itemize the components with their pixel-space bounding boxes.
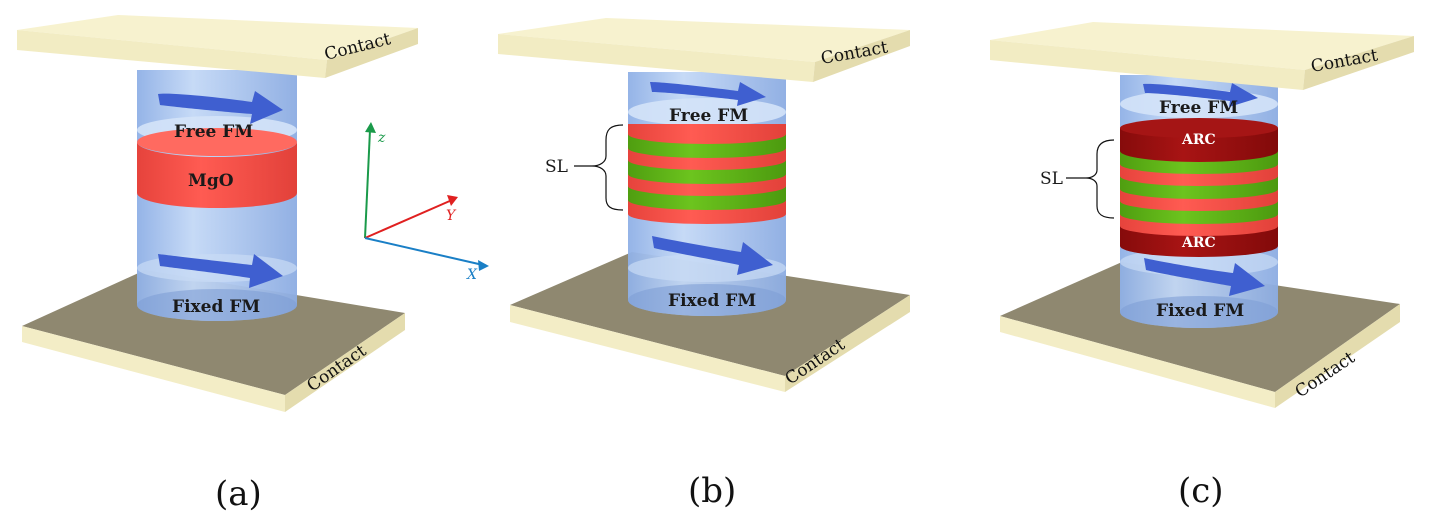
sl-bracket [591, 124, 624, 211]
free-layer-label: Free FM [669, 106, 748, 126]
coordinate-axes: z Y X [364, 122, 489, 283]
superlattice-stack [628, 124, 786, 224]
mgo-barrier [137, 128, 297, 208]
sl-bracket [1085, 139, 1115, 219]
fixed-layer-label: Fixed FM [172, 297, 260, 317]
panel-c: Contact ARC ARC Free FM Fixed FM SL [990, 22, 1414, 511]
arc-top-label: ARC [1181, 132, 1216, 148]
fixed-layer-label: Fixed FM [1156, 301, 1244, 321]
axis-x-label: X [466, 267, 478, 283]
bottom-contact-plate [22, 270, 405, 412]
panel-a: Contact MgO Free FM Fixed FM Contact (a) [17, 15, 418, 514]
free-magnetization-arrow [1143, 83, 1258, 107]
free-magnetization-arrow [158, 91, 283, 124]
panel-b: Contact Free FM Fixed FM SL [498, 18, 910, 511]
sl-label: SL [1040, 169, 1063, 189]
fixed-magnetization-arrow [652, 236, 773, 275]
caption-a: (a) [215, 474, 262, 514]
axis-z-label: z [377, 130, 386, 146]
fixed-magnetization-arrow [1144, 258, 1265, 296]
top-contact-plate [17, 15, 418, 78]
free-layer-label: Free FM [1159, 98, 1238, 118]
caption-b: (b) [688, 471, 736, 511]
caption-c: (c) [1178, 471, 1224, 511]
fixed-magnetization-arrow [158, 254, 283, 288]
fixed-layer-label: Fixed FM [668, 291, 756, 311]
free-magnetization-arrow [650, 82, 766, 106]
arc-bottom-label: ARC [1181, 235, 1216, 251]
superlattice-stack [1120, 118, 1278, 257]
barrier-label: MgO [188, 171, 234, 191]
top-contact-plate [990, 22, 1414, 90]
axis-y-label: Y [446, 208, 457, 224]
top-contact-plate [498, 18, 910, 82]
sl-label: SL [545, 157, 568, 177]
free-layer-label: Free FM [174, 122, 253, 142]
